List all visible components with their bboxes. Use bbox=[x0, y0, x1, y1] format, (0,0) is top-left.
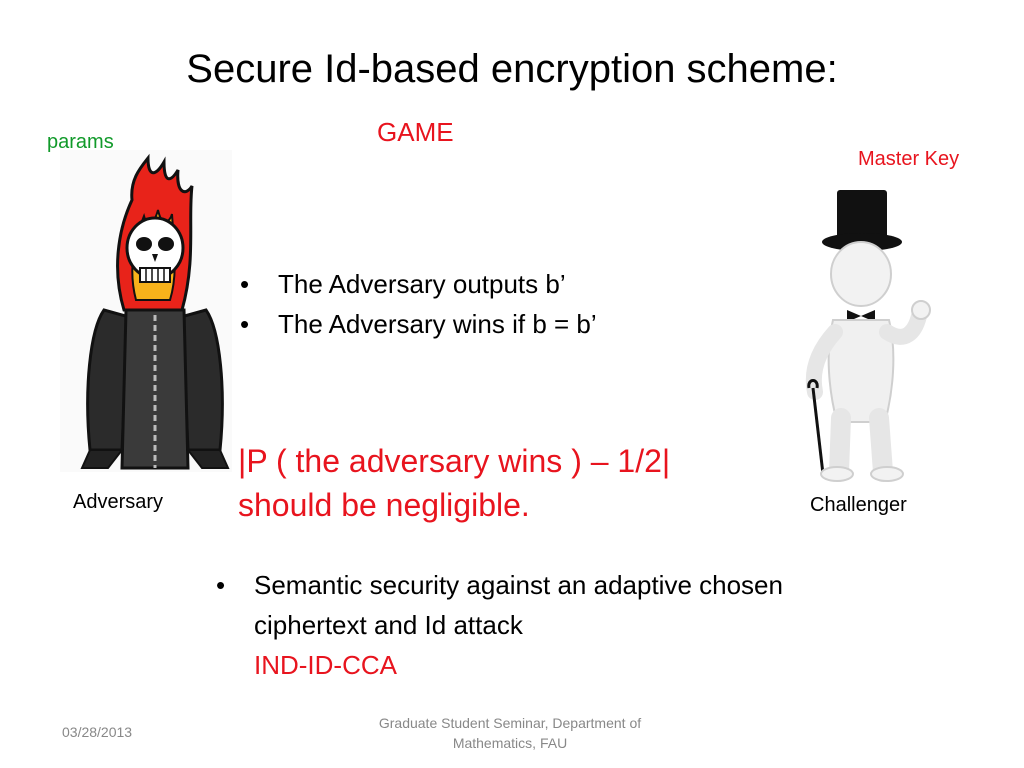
probability-line-2: should be negligible. bbox=[238, 487, 530, 523]
params-label: params bbox=[47, 131, 114, 153]
bullet-semantic-security: Semantic security against an adaptive ch… bbox=[214, 565, 904, 685]
probability-line-1: |P ( the adversary wins ) – 1/2| bbox=[238, 443, 671, 479]
probability-statement: |P ( the adversary wins ) – 1/2| should … bbox=[238, 439, 670, 527]
top-bullet-list: The Adversary outputs b’ The Adversary w… bbox=[238, 264, 597, 344]
semantic-security-line-1: Semantic security against an adaptive ch… bbox=[254, 570, 783, 600]
bullet-adversary-outputs: The Adversary outputs b’ bbox=[238, 264, 597, 304]
challenger-caption: Challenger bbox=[810, 494, 907, 516]
master-key-label: Master Key bbox=[858, 148, 960, 170]
bottom-bullet-list: Semantic security against an adaptive ch… bbox=[214, 565, 904, 685]
semantic-security-line-2: ciphertext and Id attack bbox=[254, 610, 523, 640]
game-label: GAME bbox=[377, 117, 454, 147]
bullet-adversary-wins: The Adversary wins if b = b’ bbox=[238, 304, 597, 344]
challenger-illustration-icon bbox=[773, 182, 973, 484]
ind-id-cca-label: IND-ID-CCA bbox=[254, 650, 397, 680]
footer-date: 03/28/2013 bbox=[62, 724, 133, 740]
footer-line-1: Graduate Student Seminar, Department of bbox=[378, 715, 642, 731]
footer-line-2: Mathematics, FAU bbox=[452, 735, 568, 751]
footer-seminar-info: Graduate Student Seminar, Department of … bbox=[360, 713, 660, 753]
slide-title: Secure Id-based encryption scheme: bbox=[186, 47, 838, 91]
adversary-illustration-icon bbox=[60, 150, 232, 472]
adversary-caption: Adversary bbox=[73, 491, 164, 513]
